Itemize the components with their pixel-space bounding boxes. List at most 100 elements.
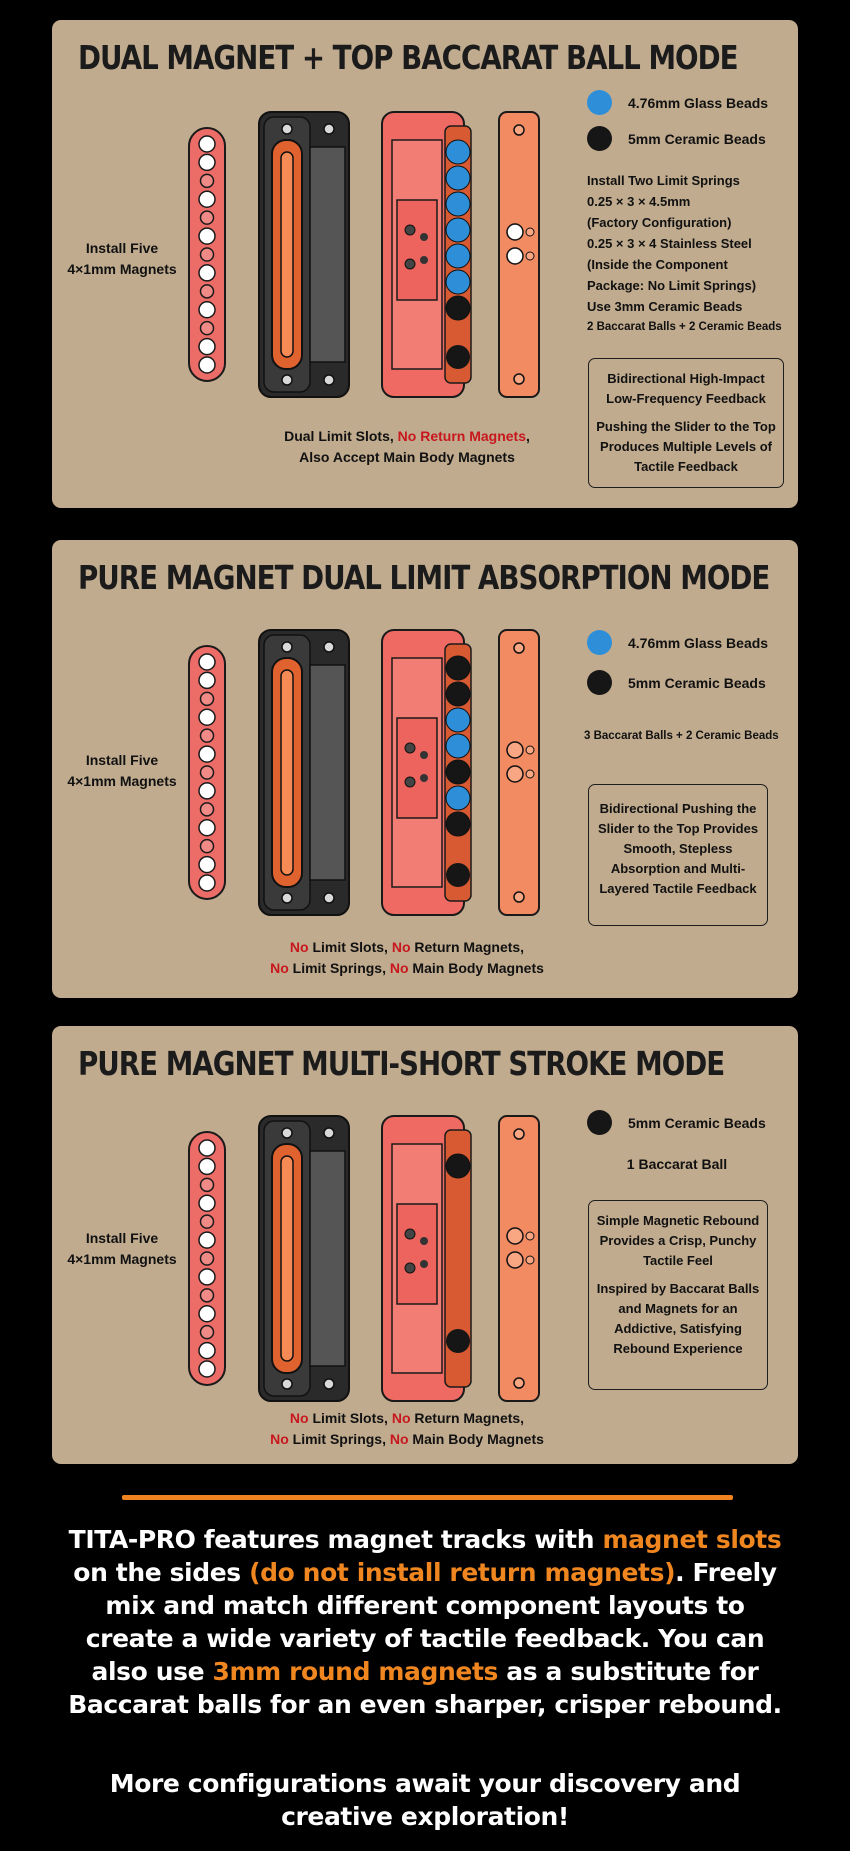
screw-icon — [525, 227, 535, 237]
screw-icon — [420, 233, 428, 241]
screw-hole — [199, 1251, 215, 1266]
screw-icon — [525, 745, 535, 755]
magnet-hole — [198, 855, 216, 874]
legend-glass-beads: 4.76mm Glass Beads — [587, 90, 768, 115]
housing-side-plate — [309, 146, 346, 363]
caption: No Limit Slots, No Return Magnets, No Li… — [270, 1410, 544, 1447]
magnet-slot — [506, 247, 524, 265]
ceramic-bead-swatch — [587, 126, 612, 151]
screw-icon — [281, 1378, 293, 1390]
ceramic-bead — [446, 863, 470, 887]
magnet-hole — [198, 337, 216, 356]
magnet-hole — [198, 301, 216, 319]
center-block — [396, 1203, 438, 1305]
caption: Dual Limit Slots, No Return Magnets, Als… — [284, 428, 530, 465]
screw-hole — [199, 802, 215, 817]
magnet-hole — [198, 135, 216, 153]
magnet-hole — [198, 671, 216, 690]
screw-hole — [199, 765, 215, 780]
glass-bead — [445, 707, 471, 733]
magnet-strip — [188, 645, 226, 900]
ceramic-bead — [445, 655, 471, 681]
glass-bead — [445, 139, 471, 165]
slider-housing — [258, 111, 350, 398]
bead-track — [444, 1129, 472, 1388]
magnet-hole — [198, 1231, 216, 1249]
screw-hole — [199, 173, 215, 189]
screw-icon — [513, 124, 525, 136]
magnet-hole — [198, 153, 216, 172]
screw-icon — [513, 891, 525, 903]
screw-icon — [420, 774, 428, 782]
screw-hole — [199, 691, 215, 707]
housing-side-plate — [309, 1150, 346, 1367]
housing-side-plate — [309, 664, 346, 881]
mode-panel-dual-limit-absorption: PURE MAGNET DUAL LIMIT ABSORPTION MODE I… — [52, 540, 798, 998]
glass-bead — [445, 785, 471, 811]
magnet-hole — [198, 1157, 216, 1176]
balls-text: 1 Baccarat Ball — [626, 1156, 728, 1172]
side-plate — [498, 629, 540, 916]
screw-icon — [513, 373, 525, 385]
magnet-hole — [198, 745, 216, 763]
magnet-slot — [506, 741, 524, 759]
ceramic-bead — [445, 759, 471, 785]
legend-ceramic-beads: 5mm Ceramic Beads — [587, 670, 766, 695]
screw-icon — [513, 642, 525, 654]
screw-icon — [404, 1228, 416, 1240]
legend-glass-beads: 4.76mm Glass Beads — [587, 630, 768, 655]
side-plate — [498, 1115, 540, 1402]
slider-housing — [258, 1115, 350, 1402]
rail-slot — [280, 1155, 294, 1362]
main-body — [381, 629, 472, 916]
screw-hole — [199, 728, 215, 743]
magnet-hole — [198, 264, 216, 282]
screw-icon — [404, 742, 416, 754]
magnet-hole — [198, 1341, 216, 1360]
glass-bead — [445, 733, 471, 759]
screw-icon — [281, 641, 293, 653]
screw-icon — [281, 123, 293, 135]
screw-icon — [404, 224, 416, 236]
screw-icon — [404, 258, 416, 270]
screw-icon — [281, 1127, 293, 1139]
glass-bead — [445, 269, 471, 295]
legend-ceramic-beads: 5mm Ceramic Beads — [587, 126, 766, 151]
magnet-hole — [198, 653, 216, 671]
screw-icon — [404, 1262, 416, 1274]
magnet-strip — [188, 127, 226, 382]
screw-icon — [323, 1127, 335, 1139]
screw-icon — [525, 1255, 535, 1265]
screw-icon — [420, 1260, 428, 1268]
main-body — [381, 1115, 472, 1402]
footer-closing: More configurations await your discovery… — [109, 1769, 741, 1831]
magnet-hole — [198, 1360, 216, 1378]
slider-housing — [258, 629, 350, 916]
screw-icon — [281, 892, 293, 904]
main-body — [381, 111, 472, 398]
screw-hole — [199, 1324, 215, 1340]
screw-hole — [199, 320, 215, 336]
ceramic-bead — [446, 1329, 470, 1353]
magnet-hole — [198, 819, 216, 837]
screw-icon — [281, 374, 293, 386]
rail-slot — [280, 669, 294, 876]
screw-icon — [323, 123, 335, 135]
screw-icon — [323, 892, 335, 904]
screw-icon — [513, 1128, 525, 1140]
glass-bead — [445, 165, 471, 191]
magnet-hole — [198, 356, 216, 374]
magnet-hole — [198, 1194, 216, 1212]
legend-ceramic-beads: 5mm Ceramic Beads — [587, 1110, 766, 1135]
magnet-hole — [198, 190, 216, 208]
magnet-strip — [188, 1131, 226, 1386]
screw-hole — [199, 1177, 215, 1193]
ceramic-bead — [446, 345, 470, 369]
screw-hole — [199, 210, 215, 225]
glass-bead — [445, 243, 471, 269]
feedback-box: Bidirectional High-Impact Low-Frequency … — [588, 358, 784, 488]
glass-bead-swatch — [587, 90, 612, 115]
rail-slot — [280, 151, 294, 358]
